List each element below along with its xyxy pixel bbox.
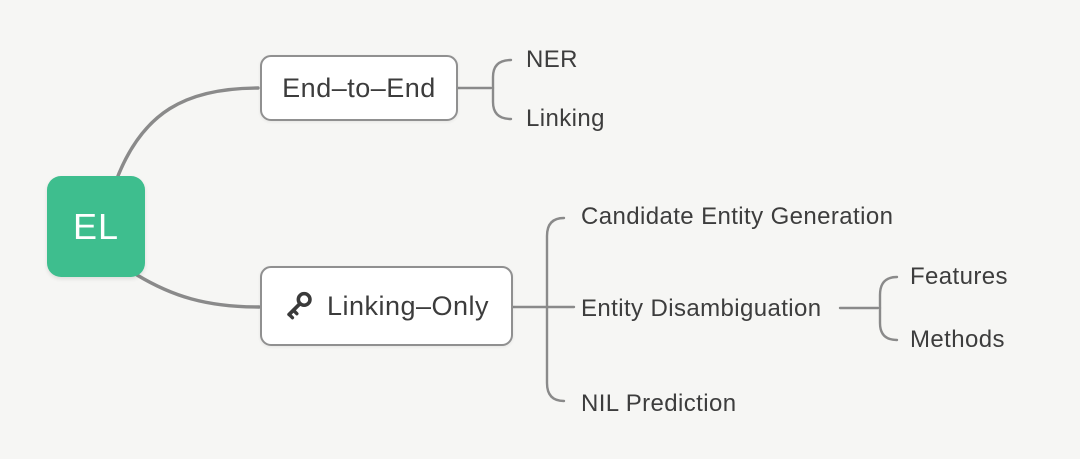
leaf-features[interactable]: Features xyxy=(910,263,1008,290)
node-linking-only[interactable]: Linking–Only xyxy=(260,266,513,346)
edge-brace-to-linking xyxy=(491,86,513,121)
node-end-to-end-label: End–to–End xyxy=(282,72,436,103)
edge-brace-to-methods xyxy=(878,306,899,342)
leaf-linking[interactable]: Linking xyxy=(526,105,605,132)
root-node-label: EL xyxy=(72,205,120,247)
edge-brace-to-features xyxy=(878,275,899,310)
leaf-entity-disambiguation[interactable]: Entity Disambiguation xyxy=(581,295,822,322)
node-linking-only-label: Linking–Only xyxy=(326,290,490,321)
edge-brace-to-nil-prediction xyxy=(545,305,566,403)
leaf-ner[interactable]: NER xyxy=(526,46,578,73)
edge-brace-to-candidate-entity-generation xyxy=(545,216,566,309)
edge-root-to-end-to-end xyxy=(114,86,260,183)
node-end-to-end[interactable]: End–to–End xyxy=(260,55,458,121)
root-node-el[interactable]: EL xyxy=(47,176,145,277)
key-icon xyxy=(287,291,312,320)
edge-root-to-linking-only xyxy=(135,273,261,309)
edge-brace-to-ner xyxy=(491,58,513,90)
leaf-nil-prediction[interactable]: NIL Prediction xyxy=(581,390,737,417)
leaf-candidate-entity-generation[interactable]: Candidate Entity Generation xyxy=(581,203,894,230)
leaf-methods[interactable]: Methods xyxy=(910,326,1005,353)
